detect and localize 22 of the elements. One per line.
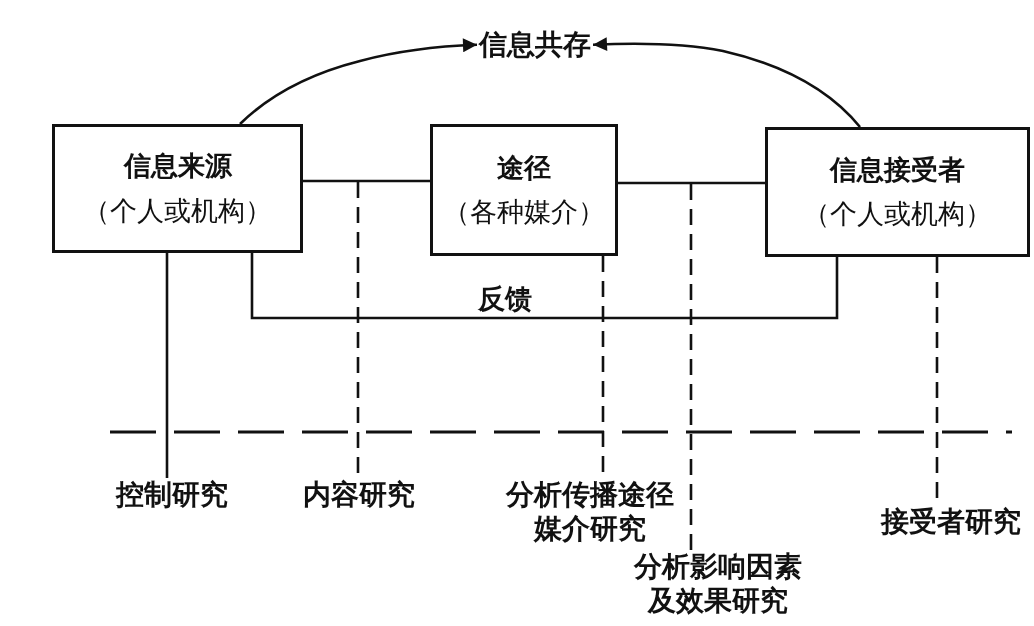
research-label: 接受者研究 xyxy=(881,505,1021,539)
box-title: 信息接受者 xyxy=(830,153,965,186)
box-subtitle: （个人或机构） xyxy=(803,198,992,231)
research-label: 控制研究 xyxy=(116,478,228,512)
box-title: 途径 xyxy=(497,151,551,184)
curved-arrow xyxy=(239,38,478,125)
box-subtitle: （个人或机构） xyxy=(83,194,272,227)
research-label: 内容研究 xyxy=(303,478,415,512)
box-title: 信息来源 xyxy=(123,150,232,183)
leader-line xyxy=(165,253,169,478)
curved-arrow xyxy=(592,37,861,128)
connector-line xyxy=(303,179,430,183)
entity-box xyxy=(765,127,1030,257)
entity-box xyxy=(430,124,618,256)
research-label: 分析传播途径媒介研究 xyxy=(503,478,677,546)
entity-box xyxy=(52,124,303,253)
box-subtitle: （各种媒介） xyxy=(443,196,605,229)
research-label: 分析影响因素及效果研究 xyxy=(631,550,805,618)
connector-line xyxy=(618,181,765,185)
feedback-line xyxy=(250,253,839,320)
dashed-leader-line xyxy=(689,184,693,550)
topic-label: 信息共存 xyxy=(479,28,591,62)
